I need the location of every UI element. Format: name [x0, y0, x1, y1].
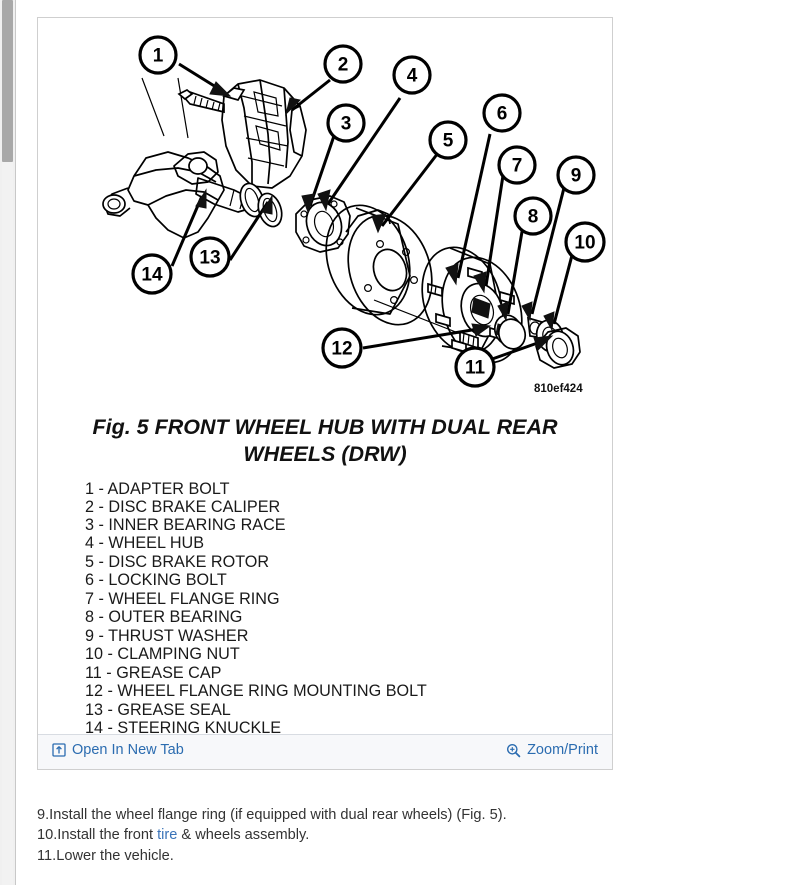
callout-number: 6	[497, 104, 508, 125]
scrollbar-track[interactable]	[2, 0, 13, 885]
figure-legend: 1 - ADAPTER BOLT 2 - DISC BRAKE CALIPER …	[85, 480, 427, 733]
callout-number: 2	[338, 55, 349, 76]
callout-number: 10	[574, 233, 595, 254]
callout-3: 3	[326, 103, 366, 143]
part-steering-knuckle	[102, 77, 257, 239]
callout-6: 6	[482, 93, 522, 133]
callout-12: 12	[321, 327, 363, 369]
open-in-new-tab-icon	[51, 743, 66, 758]
diagram-leader-lines	[170, 62, 578, 371]
legend-item: 14 - STEERING KNUCKLE	[85, 719, 281, 733]
callout-7: 7	[497, 145, 537, 185]
callout-number: 13	[199, 248, 220, 269]
part-grease-seal	[239, 182, 283, 228]
callout-number: 11	[465, 358, 486, 379]
callout-number: 1	[153, 46, 164, 67]
exploded-view-diagram: 1 2 3 4 5	[85, 35, 606, 733]
legend-item: 9 - THRUST WASHER	[85, 627, 248, 645]
callout-13: 13	[189, 236, 231, 278]
callout-9: 9	[556, 155, 596, 195]
callout-number: 3	[341, 114, 352, 135]
legend-item: 3 - INNER BEARING RACE	[85, 516, 286, 534]
figure-title-line-1: Fig. 5 FRONT WHEEL HUB WITH DUAL REAR	[92, 415, 557, 439]
part-disc-brake-caliper	[221, 79, 307, 189]
legend-item: 2 - DISC BRAKE CALIPER	[85, 498, 280, 516]
legend-item: 11 - GREASE CAP	[85, 664, 221, 682]
magnifier-plus-icon	[506, 743, 521, 758]
legend-item: 1 - ADAPTER BOLT	[85, 480, 230, 498]
callout-1: 1	[138, 35, 178, 75]
figure-title-line-2: WHEELS (DRW)	[243, 442, 406, 466]
callout-5: 5	[428, 120, 468, 160]
step-number: 11.	[37, 847, 57, 864]
figure-action-bar: Open In New Tab Zoom/Print	[38, 734, 612, 769]
callout-number: 12	[331, 339, 352, 360]
callout-number: 7	[512, 156, 523, 177]
figure-panel: 1 2 3 4 5	[37, 17, 613, 770]
instruction-step: 11.Lower the vehicle.	[37, 846, 737, 866]
figure-code: 810ef424	[534, 383, 583, 395]
callout-11: 11	[454, 346, 496, 388]
diagram-callouts: 1 2 3 4 5	[131, 35, 606, 388]
open-in-new-tab-label: Open In New Tab	[72, 742, 184, 758]
step-number: 9.	[37, 807, 50, 823]
callout-number: 5	[443, 131, 454, 152]
tire-link[interactable]: tire	[157, 827, 178, 844]
part-outer-bearing	[493, 314, 527, 350]
figure-image-container[interactable]: 1 2 3 4 5	[38, 18, 612, 733]
callout-8: 8	[513, 196, 553, 236]
callout-number: 9	[571, 166, 582, 187]
callout-10: 10	[564, 221, 606, 263]
legend-item: 4 - WHEEL HUB	[85, 534, 204, 552]
step-text-after: & wheels assembly.	[177, 827, 310, 844]
instruction-step: 10.Install the front tire & wheels assem…	[37, 825, 737, 845]
legend-item: 12 - WHEEL FLANGE RING MOUNTING BOLT	[85, 682, 427, 700]
callout-number: 4	[407, 66, 418, 87]
part-adapter-bolt	[177, 88, 225, 114]
scrollbar-thumb[interactable]	[2, 0, 13, 162]
step-text: Install the wheel flange ring (if equipp…	[49, 807, 507, 823]
legend-item: 6 - LOCKING BOLT	[85, 571, 227, 589]
instruction-list: 9. Install the wheel flange ring (if equ…	[37, 805, 737, 866]
legend-item: 8 - OUTER BEARING	[85, 608, 242, 626]
part-grease-cap	[535, 327, 581, 369]
legend-item: 7 - WHEEL FLANGE RING	[85, 590, 280, 608]
legend-item: 5 - DISC BRAKE ROTOR	[85, 553, 269, 571]
step-number: 10.	[37, 827, 58, 844]
zoom-print-button[interactable]: Zoom/Print	[506, 742, 598, 758]
open-in-new-tab-button[interactable]: Open In New Tab	[51, 742, 184, 758]
callout-number: 8	[528, 207, 539, 228]
legend-item: 10 - CLAMPING NUT	[85, 645, 240, 663]
legend-item: 13 - GREASE SEAL	[85, 701, 231, 719]
step-text: Install the front	[57, 827, 158, 844]
step-text: Lower the vehicle.	[56, 847, 174, 864]
callout-2: 2	[323, 44, 363, 84]
instruction-step: 9. Install the wheel flange ring (if equ…	[37, 805, 737, 825]
callout-14: 14	[131, 253, 173, 295]
page-scrollbar[interactable]	[0, 0, 16, 885]
callout-number: 14	[141, 265, 163, 286]
zoom-print-label: Zoom/Print	[527, 742, 598, 758]
callout-4: 4	[392, 55, 432, 95]
